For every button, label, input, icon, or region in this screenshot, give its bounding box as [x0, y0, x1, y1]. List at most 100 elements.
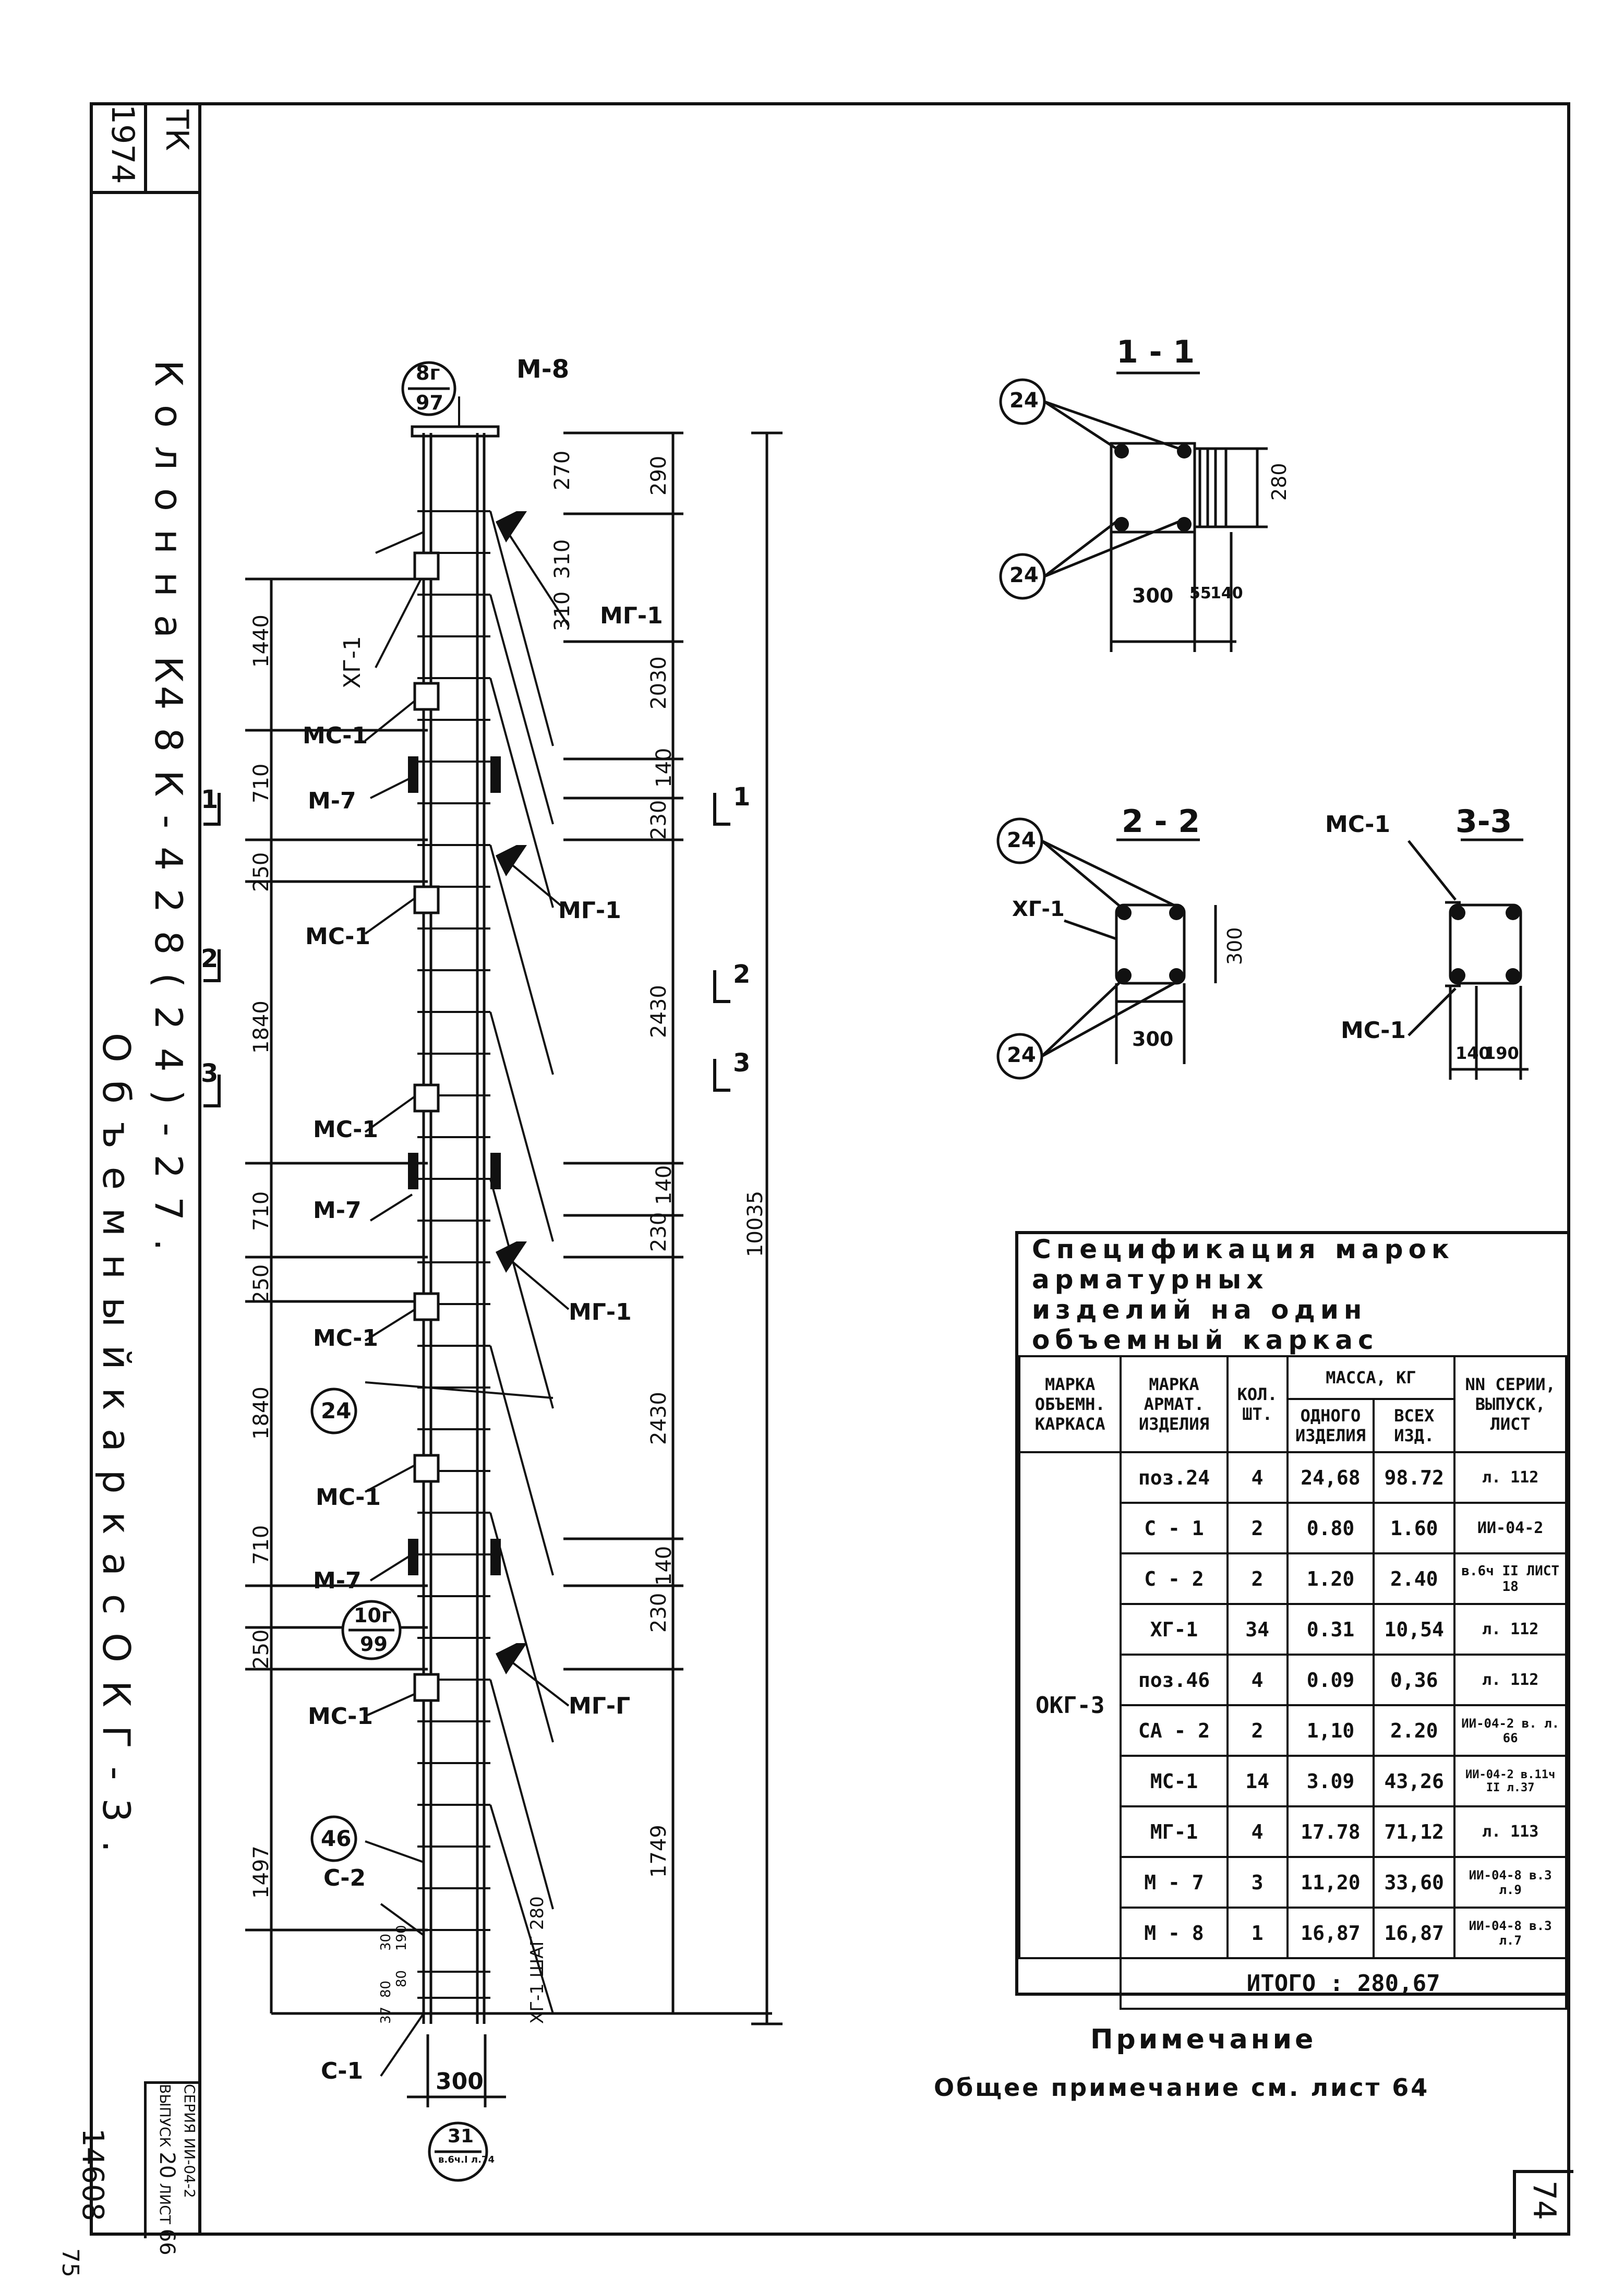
dim-right-140-b: 140 — [652, 1165, 676, 1205]
label-mg1-c: МГ-1 — [569, 1299, 632, 1325]
spec-cell: в.6ч II ЛИСТ 18 — [1453, 1552, 1567, 1605]
spec-cell: 4 — [1226, 1654, 1289, 1706]
section-2-2-pos-b: 24 — [1007, 1043, 1036, 1067]
table-row: М - 7 3 11,20 33,60 ИИ-04-8 в.3 л.9 — [1019, 1856, 1567, 1909]
dim-left-710-b: 710 — [249, 1191, 273, 1231]
spec-cell: 2.40 — [1373, 1552, 1456, 1605]
label-m8: М-8 — [516, 355, 570, 384]
section-2-2-dim-300-v: 300 — [1223, 927, 1246, 965]
spec-title-2: изделий на один объемный каркас — [1019, 1295, 1566, 1357]
section-mark-3-right: 3 — [733, 1048, 751, 1078]
spec-obj-marka: ОКГ-3 — [1018, 1451, 1122, 1959]
table-row: ОКГ-3 поз.24 4 24,68 98.72 л. 112 — [1018, 1451, 1567, 1959]
spec-cell: ИИ-04-2 в.11ч II л.37 — [1453, 1755, 1567, 1807]
section-3-3-mc1-top: МС-1 — [1325, 811, 1390, 838]
sheet-number: 74 — [1526, 2180, 1562, 2221]
section-3-3-title: 3-3 — [1455, 803, 1512, 840]
spec-cell: 17.78 — [1286, 1805, 1375, 1858]
callout-top-num: 8г — [416, 361, 440, 384]
section-1-1-dim-300: 300 — [1132, 584, 1174, 607]
spec-cell: поз.24 — [1120, 1451, 1229, 1504]
spec-cell: М - 8 — [1120, 1907, 1229, 1959]
label-m7-b: М-7 — [313, 1197, 362, 1224]
label-xg1: ХГ-1 — [339, 636, 366, 689]
spec-cell: 33,60 — [1373, 1856, 1456, 1909]
spec-cell: л. 113 — [1453, 1805, 1567, 1858]
spec-cell: 43,26 — [1373, 1755, 1456, 1807]
label-c2: С-2 — [323, 1865, 366, 1891]
dim-right-2030: 2030 — [647, 656, 671, 709]
dim-right-270: 270 — [550, 450, 574, 490]
dim-left-80-b: 80 — [394, 1970, 410, 1987]
spec-cell: 4 — [1226, 1451, 1289, 1504]
spec-cell: ИИ-04-2 в. л. 66 — [1453, 1704, 1567, 1757]
spec-total-value: 280,67 — [1357, 1970, 1440, 1997]
section-2-2-dim-300-h: 300 — [1132, 1028, 1174, 1051]
spec-cell: 4 — [1226, 1805, 1289, 1858]
section-1-1-pos-b: 24 — [1009, 563, 1039, 587]
callout-top-den: 97 — [416, 391, 443, 414]
dim-right-310-b: 310 — [550, 539, 574, 579]
spec-title-1: Спецификация марок арматурных — [1032, 1234, 1454, 1295]
spec-header-massa: МАССА, КГ — [1286, 1355, 1456, 1400]
spec-cell: 1.20 — [1286, 1552, 1375, 1605]
spec-cell: 16,87 — [1286, 1907, 1375, 1959]
dim-left-710-c: 710 — [249, 1525, 273, 1565]
spec-total: ИТОГО : 280,67 — [1120, 1957, 1567, 2010]
label-mc1-b: МС-1 — [305, 923, 370, 950]
dim-left-250-c: 250 — [249, 1629, 273, 1669]
label-mg1-a: МГ-1 — [600, 602, 663, 629]
dim-right-230-b: 230 — [647, 1212, 671, 1252]
label-m7-a: М-7 — [308, 788, 356, 814]
dim-right-140-c: 140 — [652, 1546, 676, 1586]
spec-cell: 71,12 — [1373, 1805, 1456, 1858]
dim-left-80-a: 80 — [378, 1980, 394, 1998]
dim-right-230-a: 230 — [647, 800, 671, 840]
table-row: С - 1 2 0.80 1.60 ИИ-04-2 — [1019, 1502, 1567, 1554]
spec-cell: поз.46 — [1120, 1654, 1229, 1706]
dim-left-1440: 1440 — [249, 614, 273, 668]
spec-cell: СА - 2 — [1120, 1704, 1229, 1757]
section-mark-1-left: 1 — [201, 785, 219, 814]
spec-header-vseh: ВСЕХ ИЗД. — [1373, 1397, 1456, 1454]
spec-cell: л. 112 — [1453, 1654, 1567, 1706]
spec-total-label: ИТОГО : — [1246, 1970, 1344, 1997]
dim-right-2430-b: 2430 — [647, 1392, 671, 1445]
spec-cell: ИИ-04-8 в.3 л.7 — [1453, 1907, 1567, 1959]
spec-cell: 2.20 — [1373, 1704, 1456, 1757]
spec-cell: МГ-1 — [1120, 1805, 1229, 1858]
spec-cell: 0.80 — [1286, 1502, 1375, 1554]
spec-cell: М - 7 — [1120, 1856, 1229, 1909]
spec-cell: л. 112 — [1453, 1451, 1567, 1504]
note-text: Общее примечание см. лист 64 — [934, 2073, 1430, 2102]
table-row: СА - 2 2 1,10 2.20 ИИ-04-2 в. л. 66 — [1019, 1704, 1567, 1757]
dim-right-310-a: 310 — [550, 591, 574, 631]
spec-header-marka-arm: МАРКА АРМАТ. ИЗДЕЛИЯ — [1120, 1355, 1229, 1453]
dim-right-290: 290 — [647, 455, 671, 496]
spec-cell: МС-1 — [1120, 1755, 1229, 1807]
table-row: ХГ-1 34 0.31 10,54 л. 112 — [1019, 1603, 1567, 1656]
spec-cell: 2 — [1226, 1502, 1289, 1554]
label-width-300: 300 — [436, 2068, 484, 2095]
spec-cell: ХГ-1 — [1120, 1603, 1229, 1656]
spec-cell: 3 — [1226, 1856, 1289, 1909]
dim-left-250-a: 250 — [249, 852, 273, 892]
dim-left-710-a: 710 — [249, 763, 273, 803]
stamp-box — [144, 2081, 201, 2238]
spec-cell: 16,87 — [1373, 1907, 1456, 1959]
section-1-1-dim-280: 280 — [1268, 463, 1291, 501]
dim-right-1749: 1749 — [647, 1825, 671, 1878]
dim-total-10035: 10035 — [743, 1190, 767, 1257]
tk-box — [90, 102, 198, 194]
dim-left-250-b: 250 — [249, 1264, 273, 1304]
note-title: Примечание — [1090, 2024, 1317, 2055]
table-row: С - 2 2 1.20 2.40 в.6ч II ЛИСТ 18 — [1019, 1552, 1567, 1605]
spec-header-odnogo: ОДНОГО ИЗДЕЛИЯ — [1286, 1397, 1375, 1454]
spec-header-marka-obj: МАРКА ОБЪЕМН. КАРКАСА — [1018, 1355, 1122, 1453]
spec-cell: ИИ-04-8 в.3 л.9 — [1453, 1856, 1567, 1909]
spec-cell: 14 — [1226, 1755, 1289, 1807]
section-1-1-dim-55: 55 — [1189, 584, 1211, 602]
section-3-3-mc1-bottom: МС-1 — [1341, 1017, 1406, 1044]
table-row: МС-1 14 3.09 43,26 ИИ-04-2 в.11ч II л.37 — [1019, 1755, 1567, 1807]
